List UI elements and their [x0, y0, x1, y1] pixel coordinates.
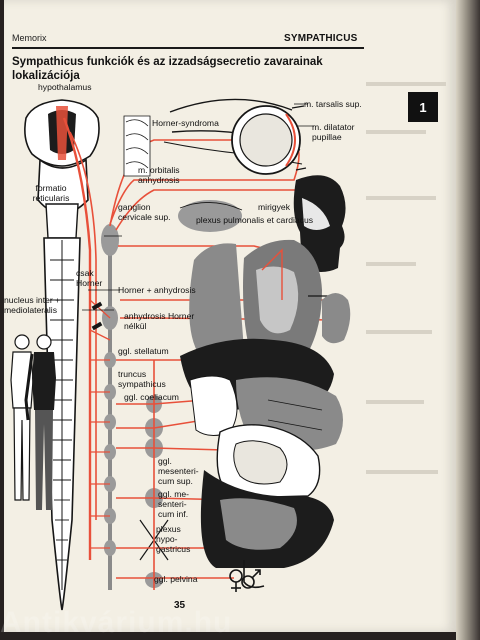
head-profile	[293, 175, 346, 272]
watermark: Antikvárium.hu	[0, 606, 233, 639]
label-horner-syndroma: Horner-syndroma	[152, 118, 219, 128]
label-hypothalamus: hypothalamus	[38, 82, 92, 92]
sex-symbols	[229, 569, 261, 592]
label-csak-horner: csak Horner	[76, 268, 103, 288]
female-symbol-icon	[229, 569, 243, 592]
page-stack-edge	[456, 0, 480, 640]
thoracic-organs	[178, 200, 351, 374]
chapter-tab: 1	[408, 92, 438, 122]
label-ggl-mesentericum-inf: ggl. me-senteri-cum inf.	[158, 489, 190, 519]
header-rule	[12, 47, 364, 49]
label-mirigyek: mirigyek	[258, 202, 290, 212]
label-m-tarsalis-sup: m. tarsalis sup.	[304, 99, 362, 109]
leader-lines	[82, 103, 314, 311]
sympathicus-diagram	[10, 98, 351, 611]
show-through-line	[366, 196, 436, 200]
header-section-title: SYMPATHICUS	[284, 33, 358, 44]
human-figure-front	[10, 334, 34, 501]
label-nucleus-intermediolateralis: nucleus inter + mediolateralis	[4, 295, 61, 315]
label-horner-anhydrosis: Horner + anhydrosis	[118, 285, 196, 295]
show-through-line	[366, 82, 446, 86]
header-book-title: Memorix	[12, 33, 47, 43]
label-ggl-stellatum: ggl. stellatum	[118, 346, 169, 356]
male-symbol-icon	[241, 569, 261, 589]
show-through-line	[366, 400, 424, 404]
label-ggl-mesentericum-sup: ggl. mesenteri-cum sup.	[158, 456, 199, 486]
label-ganglion-cervicale-sup: ganglion cervicale sup.	[118, 202, 171, 222]
abdominal-organs	[180, 338, 343, 589]
label-ggl-coeliacum: ggl. coeliacum	[124, 392, 179, 402]
eye-diagram	[123, 98, 307, 177]
label-m-dilatator-pupillae: m. dilatator pupillae	[312, 122, 355, 142]
show-through-line	[366, 470, 438, 474]
show-through-line	[366, 262, 416, 266]
show-through-line	[366, 130, 426, 134]
label-plexus-pulmonalis: plexus pulmonalis et cardiacus	[196, 215, 314, 225]
label-plexus-hypogastricus: plexus hypo-gastricus	[156, 524, 191, 554]
page-title: Sympathicus funkciók és az izzadságsecre…	[12, 56, 323, 82]
label-m-orbitalis-anhydrosis: m. orbitalis anhydrosis	[138, 165, 180, 185]
show-through-line	[366, 330, 432, 334]
label-anhydrosis-horner-nelkul: anhydrosis Horner nélkül	[124, 311, 195, 331]
label-ggl-pelvina: ggl. pelvina	[154, 574, 198, 584]
brain-and-spinal-cord	[24, 99, 100, 611]
human-figure-shaded	[24, 334, 56, 510]
label-truncus-sympathicus: truncus sympathicus	[118, 369, 166, 389]
label-formatio-reticularis: formatio reticularis	[32, 183, 70, 203]
page-number: 35	[174, 600, 186, 611]
